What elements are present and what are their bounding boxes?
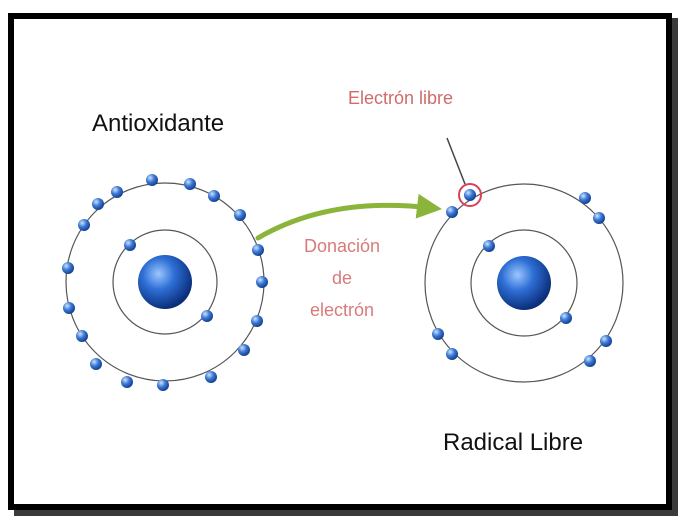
electron xyxy=(90,358,102,370)
electron xyxy=(205,371,217,383)
electron xyxy=(446,348,458,360)
electron xyxy=(63,302,75,314)
free-electron xyxy=(464,189,476,201)
antioxidant-atom xyxy=(62,174,268,391)
free-radical-label: Radical Libre xyxy=(443,429,583,457)
electron-donation-label: Donación de electrón xyxy=(290,230,394,326)
electron xyxy=(62,262,74,274)
electron xyxy=(157,379,169,391)
electron xyxy=(256,276,268,288)
free-radical-nucleus xyxy=(497,256,551,310)
electron xyxy=(560,312,572,324)
electron xyxy=(252,244,264,256)
electron xyxy=(446,206,458,218)
electron xyxy=(121,376,133,388)
electron xyxy=(146,174,158,186)
electron xyxy=(579,192,591,204)
electron xyxy=(593,212,605,224)
donation-line-3: electrón xyxy=(290,294,394,326)
electron xyxy=(201,310,213,322)
electron xyxy=(111,186,123,198)
electron xyxy=(234,209,246,221)
free-radical-atom xyxy=(425,184,623,382)
electron xyxy=(600,335,612,347)
electron xyxy=(208,190,220,202)
electron xyxy=(184,178,196,190)
electron xyxy=(76,330,88,342)
electron xyxy=(92,198,104,210)
electron xyxy=(78,219,90,231)
antioxidant-nucleus xyxy=(138,255,192,309)
electron xyxy=(432,328,444,340)
antioxidant-label: Antioxidante xyxy=(92,110,224,138)
donation-line-1: Donación xyxy=(290,230,394,262)
free-electron-pointer xyxy=(447,138,465,184)
electron xyxy=(238,344,250,356)
free-electron-label: Electrón libre xyxy=(348,88,453,109)
electron xyxy=(584,355,596,367)
electron xyxy=(124,239,136,251)
electron xyxy=(483,240,495,252)
donation-line-2: de xyxy=(290,262,394,294)
electron xyxy=(251,315,263,327)
